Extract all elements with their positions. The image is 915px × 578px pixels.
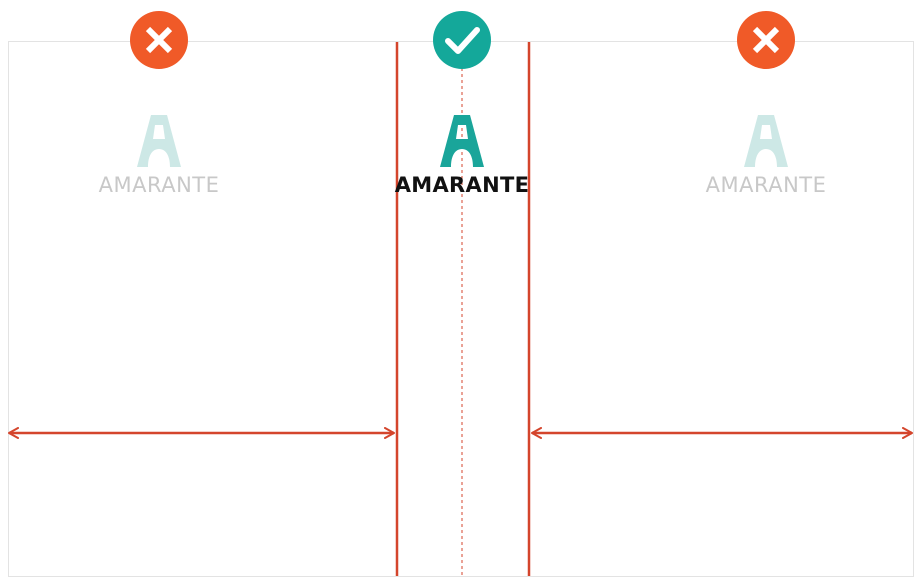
amarante-mark-icon: [744, 115, 788, 167]
logo-left: AMARANTE: [89, 115, 229, 197]
logo-wordmark: AMARANTE: [705, 173, 827, 197]
amarante-mark-icon: [137, 115, 181, 167]
logo-right: AMARANTE: [696, 115, 836, 197]
logo-wordmark: AMARANTE: [98, 173, 220, 197]
amarante-mark-icon: [440, 115, 484, 167]
cross-icon: [130, 11, 188, 69]
logo-wordmark: AMARANTE: [394, 173, 530, 197]
logo-center: AMARANTE: [392, 115, 532, 197]
cross-icon: [737, 11, 795, 69]
checkmark-icon: [433, 11, 491, 69]
